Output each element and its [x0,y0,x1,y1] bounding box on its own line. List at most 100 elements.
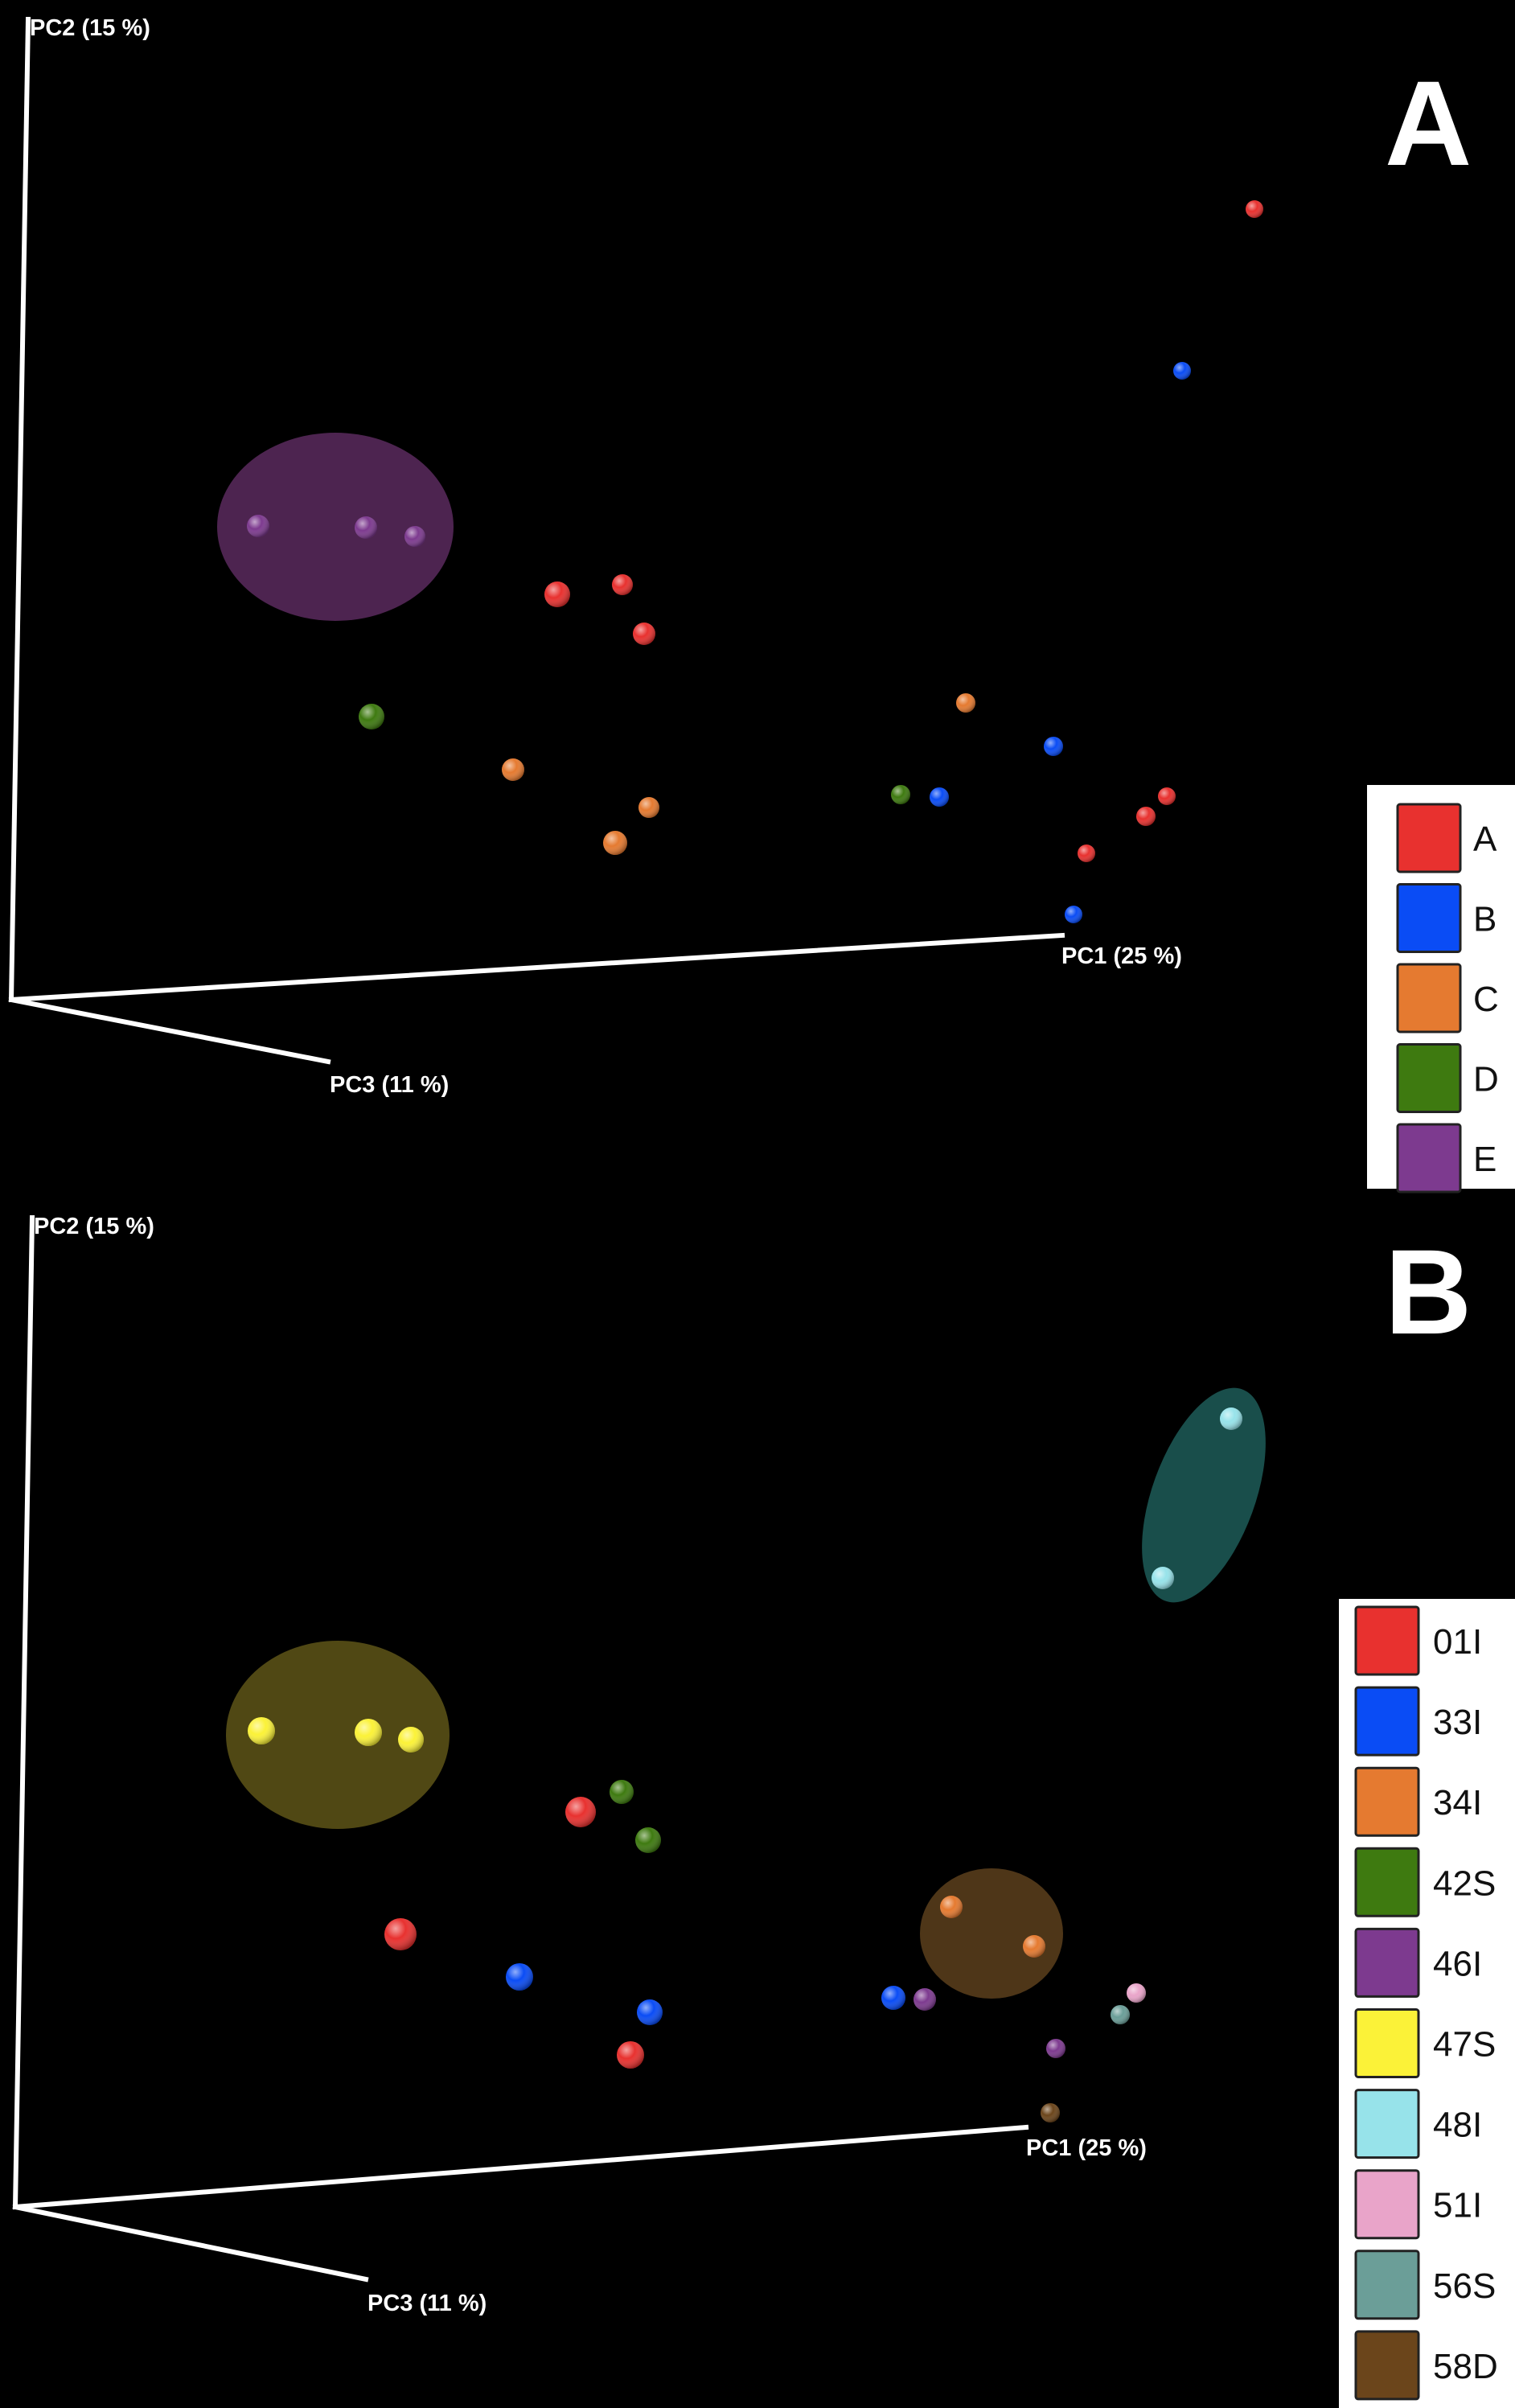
panel-b-point-33I [637,1999,663,2025]
panel-b-points [248,1407,1242,2122]
panel-b-legend-swatch-51I [1354,2169,1420,2240]
panel-b-point-58D [1041,2103,1060,2122]
panel-b-point-56S-shine [1111,2005,1130,2024]
panel-a-point-E [404,526,425,547]
panel-b-point-47S [398,1727,424,1753]
panel-a-point-B [930,787,949,807]
panel-a-point-C-shine [502,758,524,781]
panel-b-legend-swatch-34I [1354,1766,1420,1837]
panel-b-legend-label-01I: 01I [1433,1622,1482,1662]
panel-a-point-A-shine [1246,200,1263,218]
panel-b-point-01I-shine [565,1797,596,1827]
panel-a-legend-swatch-C [1396,963,1462,1033]
panel-b-legend-label-48I: 48I [1433,2106,1482,2145]
panel-a-point-A [1078,844,1095,862]
panel-b-point-48I-shine [1220,1407,1242,1430]
panel-a-point-B [1044,737,1063,756]
panel-b-point-48I-shine [1152,1567,1174,1589]
panel-b-point-46I-shine [914,1988,936,2011]
panel-b-point-46I [1046,2039,1065,2058]
panel-b-letter: B [1385,1224,1472,1359]
panel-a-legend-label-D: D [1473,1060,1499,1099]
panel-b-point-01I [384,1918,417,1950]
panel-b-pc3-label: PC3 (11 %) [367,2291,487,2316]
panel-a-pc3-axis [8,996,331,1065]
panel-a-axes [8,16,1065,1065]
panel-a-pc1-label: PC1 (25 %) [1061,943,1182,969]
panel-a-point-E [355,516,377,539]
panel-b-pc1-axis [12,2124,1029,2210]
panel-a-highlights [217,433,454,621]
panel-b-point-01I-shine [384,1918,417,1950]
panel-b-legend-swatch-47S [1354,2008,1420,2078]
panel-b-point-33I [881,1986,905,2010]
panel-a-point-C [956,693,975,713]
panel-b-point-47S [248,1717,275,1744]
panel-a-point-E-shine [404,526,425,547]
panel-b-point-33I [506,1963,533,1991]
panel-a-legend-swatch-D [1396,1043,1462,1113]
panel-b-point-33I-shine [637,1999,663,2025]
panel-b-legend-label-34I: 34I [1433,1783,1482,1822]
panel-b-highlight-47S [226,1641,450,1829]
panel-a-pc3-label: PC3 (11 %) [330,1072,449,1098]
panel-b-highlights [226,1387,1266,1999]
panel-a-point-E-shine [247,515,269,537]
panel-b-point-47S [355,1719,382,1746]
panel-b-point-34I-shine [940,1896,963,1918]
panel-b-legend-label-47S: 47S [1433,2025,1496,2065]
panel-b-legend-swatch-48I [1354,2089,1420,2159]
panel-a-point-D-shine [359,704,384,729]
panel-b-point-01I [617,2041,644,2069]
panel-a-point-C [638,797,659,818]
panel-a-points [247,200,1263,923]
panel-b-point-34I [940,1896,963,1918]
panel-a-legend-swatch-B [1396,883,1462,953]
panel-a-point-A-shine [633,623,655,645]
panel-b-axes [12,1214,1029,2283]
panel-b-legend-label-33I: 33I [1433,1703,1482,1742]
panel-a-point-C [603,831,627,855]
panel-b-legend-label-56S: 56S [1433,2266,1496,2306]
panel-a-point-B-shine [1065,906,1082,923]
panel-b-point-34I-shine [1023,1935,1045,1958]
panel-a-point-A-shine [1136,807,1156,826]
panel-b-point-58D-shine [1041,2103,1060,2122]
panel-a-point-D-shine [891,785,910,804]
panel-b-point-42S [635,1827,661,1853]
panel-a-point-A [633,623,655,645]
panel-b-point-01I-shine [617,2041,644,2069]
panel-a-point-D [891,785,910,804]
panel-a-point-B-shine [1173,362,1191,380]
panel-a-point-B-shine [930,787,949,807]
panel-b-highlight-34I [920,1868,1063,1999]
panel-a-point-A-shine [1078,844,1095,862]
panel-b-point-46I-shine [1046,2039,1065,2058]
panel-a-point-A-shine [544,581,570,607]
panel-a-legend-label-A: A [1473,820,1497,859]
panel-a-point-D [359,704,384,729]
panel-a-pc2-label: PC2 (15 %) [30,15,150,41]
panel-a-pc2-axis [8,16,31,1003]
panel-a-point-C-shine [603,831,627,855]
panel-b-point-33I-shine [881,1986,905,2010]
panel-b-point-33I-shine [506,1963,533,1991]
panel-a-point-A [1158,787,1176,805]
panel-b-legend-swatch-58D [1354,2330,1420,2401]
panel-a-legend-label-B: B [1473,900,1497,939]
panel-b-point-47S-shine [248,1717,275,1744]
panel-a-letter: A [1385,55,1472,191]
panel-b-point-51I [1127,1983,1146,2003]
panel-a-point-A [1136,807,1156,826]
panel-b-pc3-axis [12,2204,369,2283]
panel-b-legend-swatch-42S [1354,1847,1420,1917]
panel-b-legend-swatch-01I [1354,1605,1420,1676]
panel-b-pc2-axis [12,1214,35,2210]
panel-b-legend-swatch-56S [1354,2250,1420,2320]
panel-b-point-47S-shine [398,1727,424,1753]
panel-b-point-51I-shine [1127,1983,1146,2003]
